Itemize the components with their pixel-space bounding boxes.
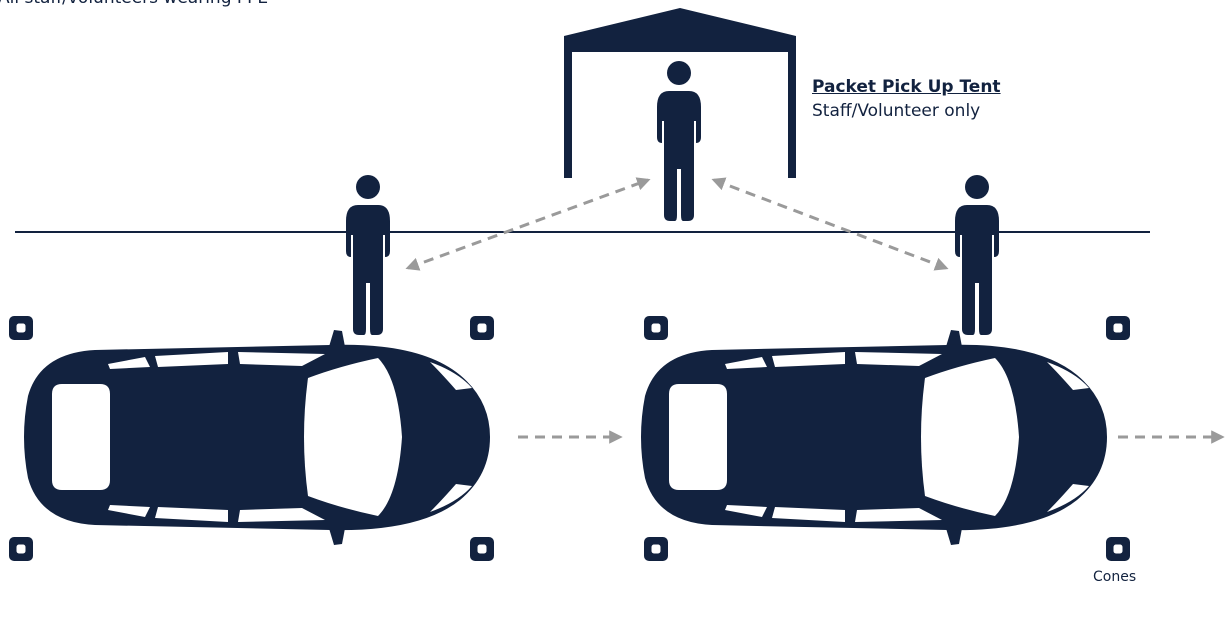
cone-icon (470, 537, 494, 561)
person-icon-left (346, 175, 390, 335)
cone-icon (9, 316, 33, 340)
cone-icon (1106, 537, 1130, 561)
cone-icon (644, 537, 668, 561)
ppe-note: All staff/volunteers wearing PPE (0, 0, 268, 8)
car-icon-2 (641, 330, 1107, 545)
cone-icon (9, 537, 33, 561)
car-icon-1 (24, 330, 490, 545)
cone-icon (470, 316, 494, 340)
tent-title: Packet Pick Up Tent (812, 77, 1001, 97)
dashed-arrow-icon-left (408, 180, 648, 268)
person-icon-tent (657, 61, 701, 221)
tent-subtitle: Staff/Volunteer only (812, 101, 980, 121)
dashed-arrow-icon-right (714, 180, 946, 268)
cone-icon (1106, 316, 1130, 340)
cone-icon (644, 316, 668, 340)
cones-label: Cones (1093, 569, 1136, 585)
person-icon-right (955, 175, 999, 335)
